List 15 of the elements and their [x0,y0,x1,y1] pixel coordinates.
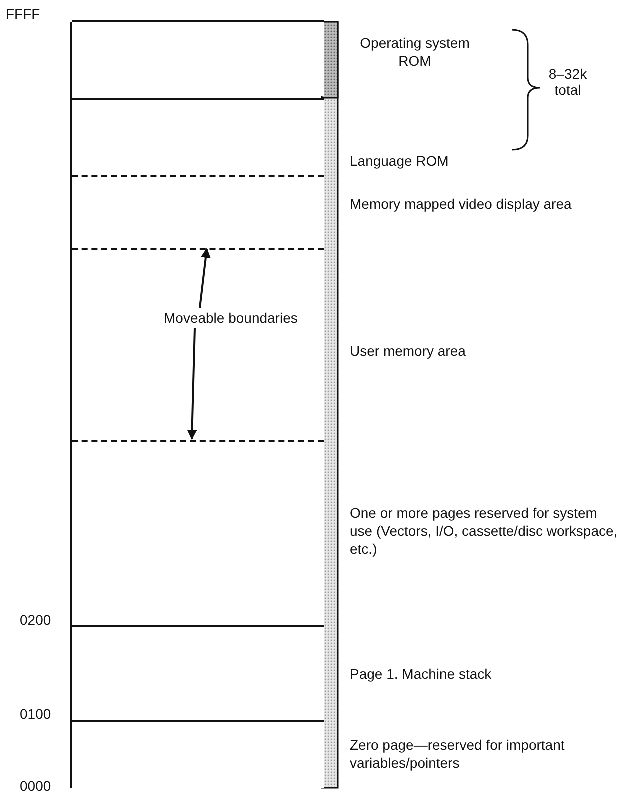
boundary-note: Moveable boundaries [164,310,298,326]
address-label: FFFF [6,6,40,22]
section-label: User memory area [350,342,467,360]
section-label: Memory mapped video display area [350,195,573,213]
address-label: 0100 [20,706,52,722]
section-label: Language ROM [350,152,450,170]
size-note: 8–32k total [548,66,588,98]
double-arrow [199,248,211,308]
section-label: One or more pages reserved for system use (Vectors, I/O, cassette/disc workspace, etc.) [350,504,619,558]
section-label: Operating system ROM [359,34,471,70]
double-arrow [187,328,198,440]
section-label: Zero page—reserved for important variables/pointers [350,736,566,772]
address-label: 0200 [20,612,52,628]
address-label: 0000 [20,778,52,794]
section-label: Page 1. Machine stack [350,665,493,683]
